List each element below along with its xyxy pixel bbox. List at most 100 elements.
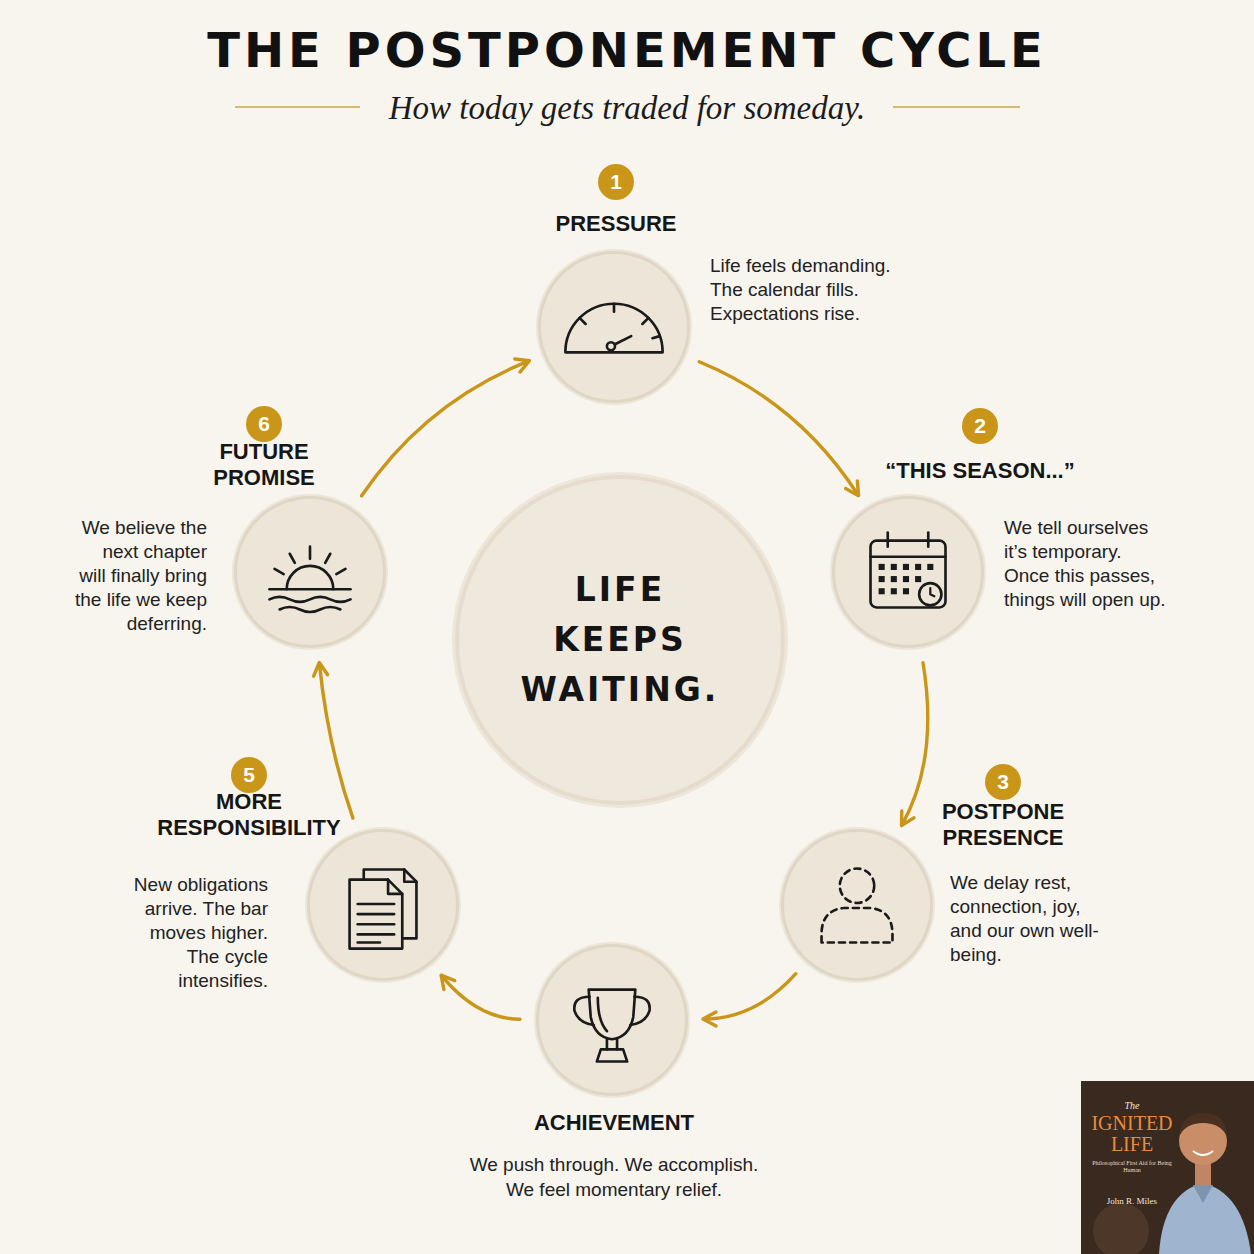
step-heading: MORE RESPONSIBILITY — [144, 789, 354, 841]
author-photo — [1081, 1081, 1254, 1254]
decoration — [325, 554, 330, 563]
decoration — [1179, 1113, 1227, 1137]
subtitle: How today gets traded for someday. — [327, 88, 927, 128]
decoration — [615, 336, 631, 344]
decoration — [871, 555, 946, 558]
book-title-small: The — [1102, 1100, 1162, 1112]
cycle-arrow — [442, 976, 520, 1019]
step-heading: ACHIEVEMENT — [464, 1110, 764, 1136]
decoration — [280, 607, 341, 612]
decoration — [893, 106, 1020, 108]
calendar-icon — [832, 496, 984, 648]
decoration — [891, 564, 897, 570]
decoration — [822, 869, 893, 943]
decoration — [589, 990, 636, 1040]
decoration — [597, 1049, 627, 1061]
book-cover — [1081, 1081, 1254, 1254]
decoration — [574, 997, 593, 1025]
decoration — [822, 908, 893, 942]
decoration — [309, 547, 312, 559]
gauge-icon — [538, 251, 690, 403]
decoration — [607, 342, 615, 350]
decoration — [358, 923, 394, 926]
decoration — [891, 588, 897, 594]
decoration — [565, 304, 662, 353]
step-circle: “THIS SEASON...”We tell ourselves it’s t… — [832, 496, 984, 648]
step-circle: PRESSURELife feels demanding. The calend… — [538, 251, 690, 403]
decoration — [358, 913, 394, 916]
step-body: Life feels demanding. The calendar fills… — [710, 254, 905, 326]
decoration — [235, 106, 360, 108]
decoration — [358, 933, 394, 936]
callout-number: 2 — [962, 408, 998, 444]
decoration — [290, 554, 295, 563]
decoration — [903, 576, 909, 582]
step-circle: POSTPONE PRESENCEWe delay rest, connecti… — [781, 829, 933, 981]
decoration — [275, 569, 284, 574]
step-heading: “THIS SEASON...” — [840, 458, 1120, 484]
decoration — [269, 547, 350, 612]
trophy-icon — [536, 944, 688, 1096]
decoration — [915, 576, 921, 582]
decoration — [598, 998, 607, 1031]
decoration — [358, 903, 394, 906]
step-body: We delay rest, connection, joy, and our … — [950, 871, 1100, 967]
decoration — [930, 588, 934, 596]
decoration — [879, 564, 885, 570]
step-body: We believe the next chapter will finally… — [73, 516, 207, 636]
decoration — [642, 318, 648, 324]
step-body: We tell ourselves it’s temporary. Once t… — [1004, 516, 1170, 612]
step-circle: FUTURE PROMISEWe believe the next chapte… — [234, 496, 386, 648]
decoration — [607, 1039, 617, 1049]
decoration — [630, 997, 649, 1025]
decoration — [915, 564, 921, 570]
book-subtitle: Philosophical First Aid for Being Human — [1090, 1160, 1174, 1174]
center-message: LIFE KEEPS WAITING. — [510, 565, 730, 715]
decoration — [903, 564, 909, 570]
decoration — [580, 318, 586, 324]
documents-icon — [307, 829, 459, 981]
decoration — [927, 564, 933, 570]
step-body: New obligations arrive. The bar moves hi… — [123, 873, 268, 993]
step-heading: FUTURE PROMISE — [184, 439, 344, 491]
callout-number: 3 — [985, 764, 1021, 800]
decoration — [879, 576, 885, 582]
step-circle: MORE RESPONSIBILITYNew obligations arriv… — [307, 829, 459, 981]
decoration — [269, 597, 350, 602]
decoration — [269, 588, 350, 591]
cycle-arrow — [699, 362, 858, 495]
cycle-arrow — [319, 664, 353, 819]
decoration — [891, 576, 897, 582]
decoration — [871, 541, 946, 608]
step-heading: PRESSURE — [516, 211, 716, 237]
callout-number: 5 — [231, 757, 267, 793]
decoration — [1193, 1151, 1213, 1155]
decoration — [613, 304, 616, 312]
book-title: IGNITED LIFE — [1082, 1113, 1182, 1155]
absent-person-icon — [781, 829, 933, 981]
step-circle: ACHIEVEMENTWe push through. We accomplis… — [536, 944, 688, 1096]
decoration — [350, 870, 417, 949]
decoration — [1159, 1183, 1251, 1254]
decoration — [1193, 1185, 1213, 1203]
decoration — [388, 880, 402, 894]
decoration — [886, 532, 889, 546]
callout-number: 1 — [598, 164, 634, 200]
decoration — [903, 588, 909, 594]
cycle-arrow — [704, 974, 796, 1019]
decoration — [653, 336, 660, 338]
step-body: We push through. We accomplish. We feel … — [464, 1152, 764, 1202]
decoration — [287, 566, 334, 589]
decoration — [879, 588, 885, 594]
cycle-arrow — [362, 361, 529, 496]
decoration — [919, 583, 941, 605]
callout-number: 6 — [246, 406, 282, 442]
decoration — [565, 304, 662, 353]
decoration — [350, 880, 403, 949]
decoration — [336, 569, 345, 574]
step-heading: POSTPONE PRESENCE — [918, 799, 1088, 851]
decoration — [358, 941, 380, 944]
sunrise-icon — [234, 496, 386, 648]
decoration — [574, 990, 649, 1062]
